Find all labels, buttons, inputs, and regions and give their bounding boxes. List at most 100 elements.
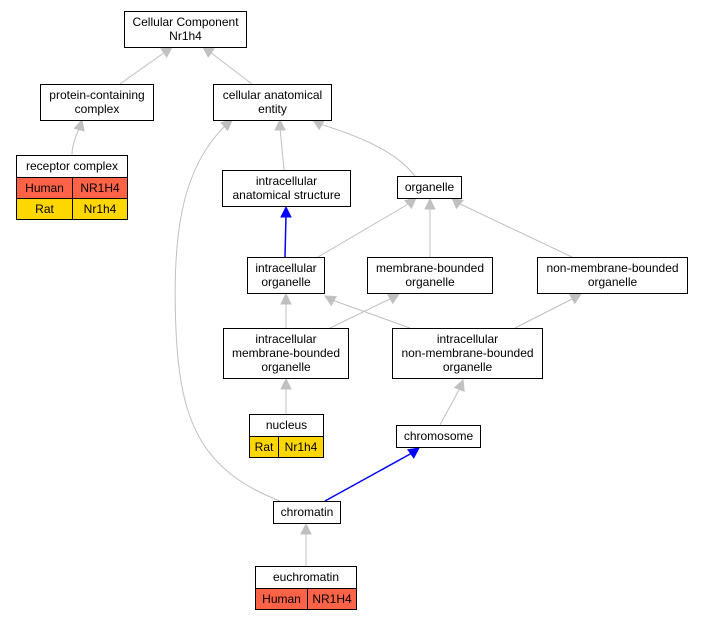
gene-cell — [307, 588, 357, 610]
node-box — [396, 425, 481, 448]
node-label: organelle — [405, 180, 455, 194]
edge-line — [209, 51, 253, 85]
edge-arrow-icon — [407, 447, 420, 459]
edge-arrow-icon — [280, 377, 292, 390]
node-box — [537, 257, 688, 294]
edges-layer — [71, 46, 582, 566]
edge-nucleus-to-intracellular-membrane-bounded-organelle — [280, 377, 292, 414]
edge-chromatin-to-chromosome — [324, 447, 420, 502]
node-label: organelle — [588, 275, 638, 289]
edge-arrow-icon — [220, 119, 233, 132]
node-label: membrane-bounded — [376, 261, 484, 275]
node-label: organelle — [405, 275, 455, 289]
node-intracellular-non-membrane-bounded-organelle[interactable]: intracellularnon-membrane-boundedorganel… — [392, 328, 543, 379]
node-chromosome[interactable]: chromosome — [396, 425, 481, 448]
species-label: Human — [262, 592, 301, 606]
edge-line — [457, 202, 573, 258]
gene-label: Nr1h4 — [285, 440, 318, 454]
edge-line — [284, 214, 287, 258]
node-label: cellular anatomical — [223, 88, 322, 102]
annotation-row-rat: Rat Nr1h4 — [16, 198, 128, 220]
edge-intracellular-membrane-bounded-organelle-to-membrane-bounded-organelle — [329, 293, 400, 329]
node-label: organelle — [261, 275, 311, 289]
edge-arrow-icon — [202, 46, 215, 58]
edge-chromosome-to-intracellular-non-membrane-bounded-organelle — [439, 378, 465, 426]
node-label: chromatin — [281, 505, 334, 519]
annotation-row-rat: Rat Nr1h4 — [249, 436, 324, 458]
gene-label: NR1H4 — [80, 181, 120, 195]
edge-arrow-icon — [424, 197, 436, 210]
edge-arrow-icon — [73, 118, 85, 132]
node-label: intracellular — [256, 174, 317, 188]
node-label: organelle — [443, 360, 493, 374]
species-label: Rat — [255, 440, 274, 454]
node-label: organelle — [261, 360, 311, 374]
node-chromatin[interactable]: chromatin — [273, 501, 341, 524]
edge-euchromatin-to-chromatin — [300, 522, 312, 566]
node-label: complex — [75, 102, 120, 116]
edge-intracellular-non-membrane-bounded-organelle-to-non-membrane-bounded-organelle — [514, 293, 582, 329]
node-label: chromosome — [404, 429, 474, 443]
node-label: protein-containing — [49, 88, 144, 102]
node-label: euchromatin — [273, 570, 339, 584]
node-label: receptor complex — [26, 159, 118, 173]
gene-cell — [278, 436, 324, 458]
node-box — [40, 84, 154, 121]
edge-arrow-icon — [453, 378, 465, 392]
gene-label: Nr1h4 — [84, 202, 117, 216]
node-box — [223, 328, 349, 379]
node-label: Cellular Component — [132, 15, 239, 29]
edge-arrow-icon — [404, 197, 417, 210]
edge-arrow-icon — [280, 205, 292, 218]
edge-line — [119, 51, 166, 85]
annotation-row-human: Human NR1H4 — [16, 177, 128, 199]
node-box — [397, 176, 462, 199]
edge-line — [439, 387, 461, 426]
node-label: nucleus — [266, 418, 307, 432]
edge-line — [317, 202, 411, 258]
edge-line — [331, 299, 411, 329]
node-label: Nr1h4 — [169, 29, 202, 43]
node-box — [247, 257, 325, 294]
node-label: intracellular — [255, 332, 316, 346]
edge-arrow-icon — [160, 46, 173, 58]
edge-arrow-icon — [569, 293, 582, 305]
edge-organelle-to-cellular-anatomical-entity — [312, 119, 416, 177]
edge-line — [279, 127, 285, 171]
node-label: intracellular — [437, 332, 498, 346]
edge-chromatin-to-cellular-anatomical-entity — [174, 119, 281, 502]
node-box — [392, 328, 543, 379]
node-label: anatomical structure — [232, 188, 340, 202]
edge-line — [329, 297, 393, 329]
edge-protein-complex-to-root — [119, 46, 173, 85]
species-label: Human — [25, 181, 64, 195]
annotation-row-human: Human NR1H4 — [255, 588, 357, 610]
edge-arrow-icon — [451, 197, 464, 210]
node-box — [273, 501, 341, 524]
node-label: non-membrane-bounded — [401, 346, 533, 360]
node-organelle[interactable]: organelle — [397, 176, 462, 199]
edge-line — [324, 452, 413, 502]
species-label: Rat — [35, 202, 54, 216]
gene-label: NR1H4 — [312, 592, 352, 606]
edge-intracellular-membrane-bounded-organelle-to-intracellular-organelle — [280, 292, 292, 328]
edge-cellular-anatomical-entity-to-root — [202, 46, 253, 85]
edge-receptor-complex-to-protein-complex — [71, 118, 85, 156]
edge-non-membrane-bounded-organelle-to-organelle — [451, 197, 573, 258]
edge-arrow-icon — [280, 292, 292, 305]
edge-arrow-icon — [324, 295, 337, 307]
edge-intracellular-organelle-to-intracellular-anatomical-structure — [280, 205, 292, 258]
nodes-layer: Cellular ComponentNr1h4protein-containin… — [16, 11, 688, 610]
